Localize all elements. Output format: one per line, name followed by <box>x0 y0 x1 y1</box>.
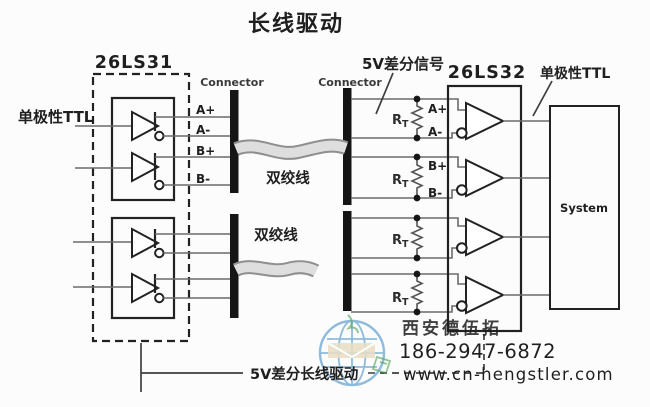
driver-input-wires <box>73 125 132 288</box>
channel-label: A+ <box>196 103 215 117</box>
wire <box>351 217 466 227</box>
rt-label: RT <box>392 233 409 250</box>
wire-b-plus <box>351 156 466 168</box>
connector-bar-right-upper <box>343 88 352 205</box>
watermark-logo <box>318 314 392 387</box>
receiver-gate-1 <box>465 101 506 141</box>
receiver-output-wires <box>503 120 550 296</box>
resistor-rt-2 <box>410 157 424 198</box>
wire <box>351 273 466 285</box>
inverting-bubble <box>456 184 468 196</box>
diff-signal-pointer-line <box>375 72 394 115</box>
inverting-bubble <box>154 292 165 304</box>
channel-label: B- <box>428 186 442 200</box>
ttl-label-right: 单极性TTL <box>540 65 610 82</box>
wire <box>351 247 457 259</box>
system-label: System <box>560 201 608 215</box>
bottom-annotation <box>140 334 485 392</box>
inverting-bubble <box>456 127 468 139</box>
seal-mark-icon <box>345 314 359 334</box>
wire-a-minus <box>351 132 457 139</box>
system-block: System <box>549 105 620 310</box>
connectors <box>230 88 352 318</box>
resistor-rt-3 <box>410 218 424 258</box>
bottom-caption: 5V差分长线驱动 <box>250 365 358 383</box>
envelope-fold <box>327 342 376 359</box>
rt-label: RT <box>392 291 409 308</box>
twisted-pair-cables <box>232 138 349 278</box>
connector-bar-left-upper <box>230 90 239 193</box>
twisted-pair-lower <box>233 262 319 276</box>
chip-label-26ls32: 26LS32 <box>448 63 526 83</box>
rt-label: RT <box>392 113 409 130</box>
ttl-right-pointer-line <box>532 80 553 117</box>
watermark-company: 西安德伍拓 <box>402 318 502 339</box>
connector-label-right: Connector <box>318 76 382 89</box>
receiver-gate-3 <box>465 217 506 257</box>
inverting-bubble <box>154 247 165 259</box>
channel-labels-left: A+ A- B+ B- <box>196 103 215 186</box>
driver-pair-box-upper <box>110 96 176 202</box>
system-box <box>549 105 620 310</box>
diagram-title: 长线驱动 <box>248 11 344 37</box>
channel-label: A- <box>196 123 210 137</box>
receiver-input-wires <box>351 98 466 313</box>
chip-label-26ls31: 26LS31 <box>95 53 173 73</box>
termination-labels: RT RT RT RT <box>392 113 409 308</box>
chip-dashed-outline <box>91 72 191 343</box>
channel-label: A- <box>428 125 442 139</box>
channel-label: B- <box>196 172 210 186</box>
rt-label: RT <box>392 173 409 190</box>
termination-resistors <box>410 95 424 316</box>
junction-dots <box>413 95 421 316</box>
wire-b-minus <box>351 189 457 199</box>
receiver-gate-2 <box>465 158 506 198</box>
receiver-gates <box>456 101 506 315</box>
channel-labels-right: A+ A- B+ B- <box>428 102 447 200</box>
channel-label: A+ <box>428 102 447 116</box>
inverting-bubble <box>154 179 165 191</box>
twisted-pair-label-upper: 双绞线 <box>266 169 310 187</box>
wire <box>351 305 457 313</box>
diff-signal-label: 5V差分信号 <box>362 55 444 73</box>
connector-bar-right-lower <box>343 211 352 311</box>
seal-stamp-icon <box>371 355 392 375</box>
driver-gate-4 <box>131 272 161 304</box>
twisted-pair-upper <box>234 140 348 158</box>
inverting-bubble <box>456 242 468 254</box>
channel-label: B+ <box>428 159 447 173</box>
driver-gates <box>131 110 165 304</box>
twisted-pair-label-lower: 双绞线 <box>254 226 298 244</box>
driver-gate-1 <box>131 110 161 142</box>
channel-label: B+ <box>196 144 215 158</box>
driver-gate-3 <box>131 227 161 259</box>
inverting-bubble <box>456 300 468 312</box>
watermark-phone: 186-2947-6872 <box>399 340 556 363</box>
envelope-icon <box>328 343 375 358</box>
driver-block-26ls31 <box>73 72 230 343</box>
ttl-label-left: 单极性TTL <box>18 108 94 126</box>
chip-box <box>446 84 523 333</box>
receiver-gate-4 <box>465 275 506 315</box>
resistor-rt-4 <box>410 274 424 312</box>
wire-a-plus <box>351 98 466 111</box>
receiver-block-26ls32 <box>446 84 550 333</box>
connector-label-left: Connector <box>200 76 264 89</box>
inverting-bubble <box>154 130 165 142</box>
watermark-website: www.cn-hengstler.com <box>403 365 614 384</box>
driver-gate-2 <box>131 151 161 183</box>
driver-pair-box-lower <box>110 216 176 320</box>
resistor-rt-1 <box>410 99 424 138</box>
driver-output-wires <box>155 116 230 299</box>
